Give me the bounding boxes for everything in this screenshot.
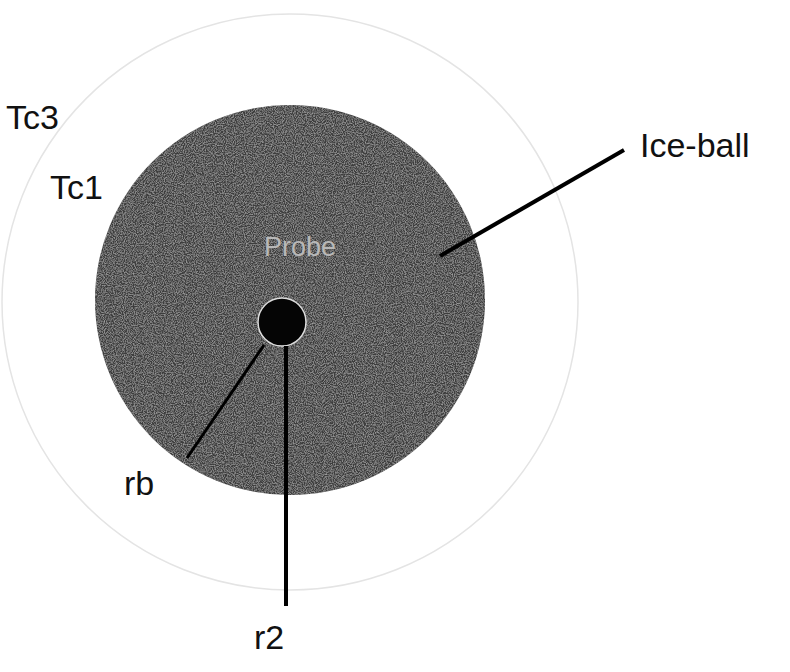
sensor-label: Tc3 <box>6 100 59 134</box>
probe-tip <box>258 298 306 346</box>
outer-tissue-boundary <box>2 14 578 590</box>
sensor-label: Tc1 <box>50 170 103 204</box>
radius-label: rb <box>124 466 154 500</box>
ice-ball-leader <box>440 150 624 256</box>
rb-leader <box>187 345 264 458</box>
region-label: Ice-ball <box>640 128 750 162</box>
ice-ball-region <box>95 105 485 495</box>
probe-label: Probe <box>264 234 336 261</box>
radius-label: r2 <box>254 620 284 654</box>
r2-leader <box>284 346 288 606</box>
